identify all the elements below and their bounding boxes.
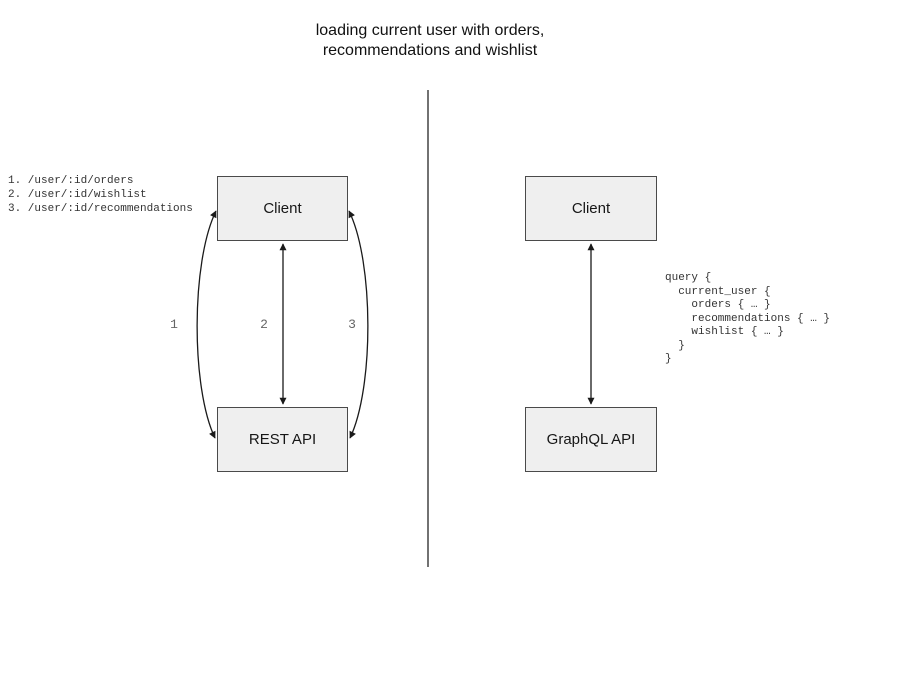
client-node-graphql-side: Client [525,176,657,241]
graphql-query-code: query { current_user { orders { … } reco… [665,272,831,365]
rest-arrow-orders [196,210,217,439]
rest-api-node: REST API [217,407,348,472]
rest-api-node-label: REST API [248,431,317,448]
rest-endpoints-list: 1. /user/:id/orders 2. /user/:id/wishlis… [8,175,193,215]
arrow-label-1: 1 [170,317,178,332]
client-node-rest-side: Client [217,176,348,241]
client-node-label: Client [571,200,611,217]
diagram-title: loading current user with orders, recomm… [315,22,545,59]
client-node-label: Client [263,200,302,217]
arrow-label-2: 2 [260,317,268,332]
arrow-label-3: 3 [348,317,356,332]
graphql-api-node: GraphQL API [525,407,657,472]
graphql-api-node-label: GraphQL API [546,431,636,448]
rest-arrow-recommendations [348,210,369,439]
